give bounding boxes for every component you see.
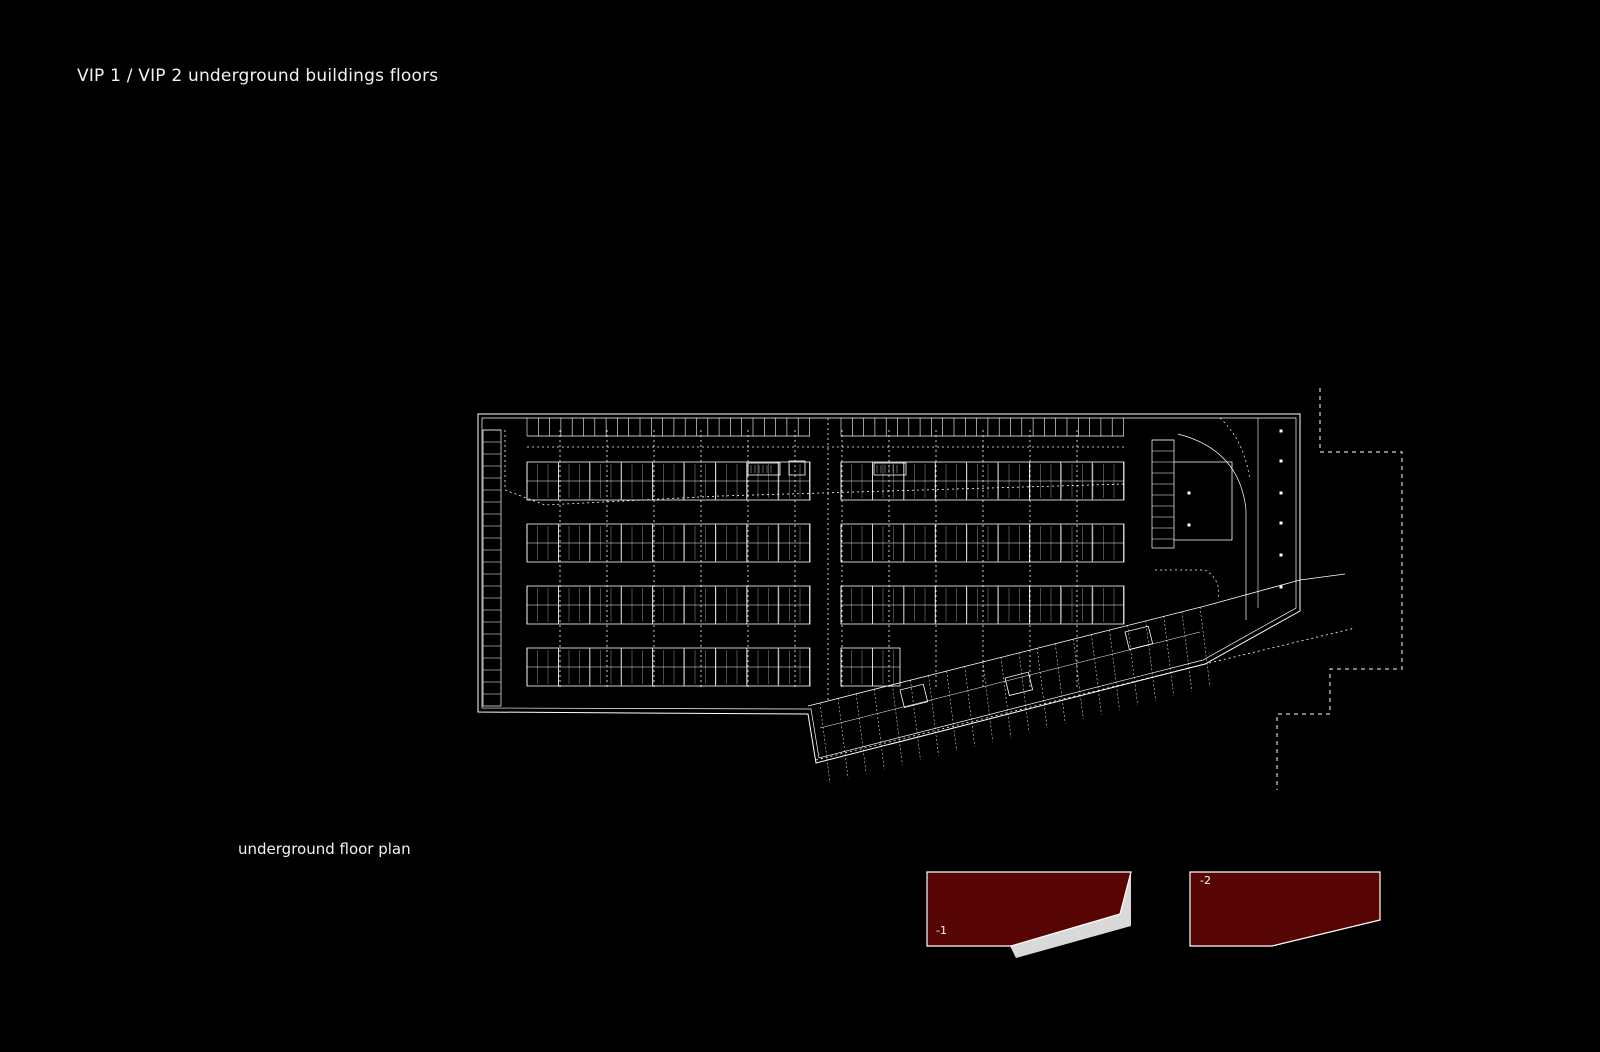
stair-core-2 — [873, 462, 907, 476]
wing-grid-line — [1054, 643, 1066, 724]
key-plan-shadow — [1010, 872, 1131, 958]
wing-grid-line — [1127, 625, 1138, 706]
ramp-curve-dotted — [1219, 417, 1251, 481]
column-1 — [1279, 429, 1283, 433]
key-plan-label-level-2: -2 — [1200, 874, 1211, 887]
dotted-route — [504, 430, 1125, 506]
wing-south-dotted — [815, 627, 1356, 761]
wing-grid-line — [819, 702, 831, 784]
key-plan-label-level-1: -1 — [936, 924, 947, 937]
column-6 — [1279, 585, 1283, 589]
ramp-stalls — [1151, 439, 1175, 549]
wing-grid-line — [874, 689, 885, 770]
wing-grid-line — [982, 661, 994, 742]
key-plan-level-1: -1 — [926, 871, 1132, 958]
column-4 — [1279, 521, 1283, 525]
column-3 — [1279, 491, 1283, 495]
underground-floor-plan — [477, 388, 1403, 790]
wing-grid-line — [928, 675, 939, 756]
wing-core-1 — [899, 683, 929, 708]
wing-grid-line — [1091, 634, 1102, 715]
wing-grid-line — [1073, 638, 1084, 720]
key-plan-level-2: -2 — [1189, 871, 1381, 947]
wing-grid-line — [1018, 652, 1030, 733]
wing-grid-line — [855, 693, 867, 774]
diagonal-wing — [807, 573, 1356, 784]
stair-core-1 — [747, 462, 781, 476]
circulation-dotted-lines — [504, 418, 1125, 700]
wing-grid-line — [1145, 620, 1156, 701]
key-plan-fill-level-2 — [1189, 871, 1381, 947]
column-2 — [1279, 459, 1283, 463]
building-inner-outline — [481, 417, 1297, 759]
wing-grid-line — [1181, 611, 1193, 692]
page-title: VIP 1 / VIP 2 underground buildings floo… — [77, 66, 439, 86]
wing-grid-line — [837, 698, 849, 779]
ramp-area — [1151, 417, 1283, 620]
wing-core-3 — [1124, 625, 1154, 650]
plan-caption: underground floor plan — [238, 840, 411, 858]
wing-grid-line — [1109, 629, 1120, 710]
wing-grid-line — [1000, 657, 1012, 738]
wing-grid-line — [910, 680, 921, 761]
column-5 — [1279, 553, 1283, 557]
ramp-exit-dotted — [1155, 569, 1220, 601]
wing-grid-line — [1163, 616, 1175, 697]
wing-core-2 — [1004, 671, 1034, 696]
column-7 — [1187, 491, 1191, 495]
ramp-curve — [1177, 433, 1247, 620]
building-outline — [477, 413, 1301, 764]
left-strip-frame — [482, 429, 502, 707]
wing-grid-line — [946, 670, 957, 752]
left-side-strip — [482, 429, 502, 707]
ramp-enclosure — [1174, 461, 1233, 541]
wing-north-edge — [807, 573, 1346, 707]
wing-grid-line — [964, 666, 976, 747]
wing-grid-line — [892, 684, 903, 765]
key-plan-fill-level-1 — [926, 871, 1132, 947]
wing-grid-line — [1199, 606, 1211, 688]
wing-grid-line — [1036, 648, 1048, 729]
column-8 — [1187, 523, 1191, 527]
lift-core — [788, 460, 806, 476]
parking-bays — [526, 418, 1125, 687]
